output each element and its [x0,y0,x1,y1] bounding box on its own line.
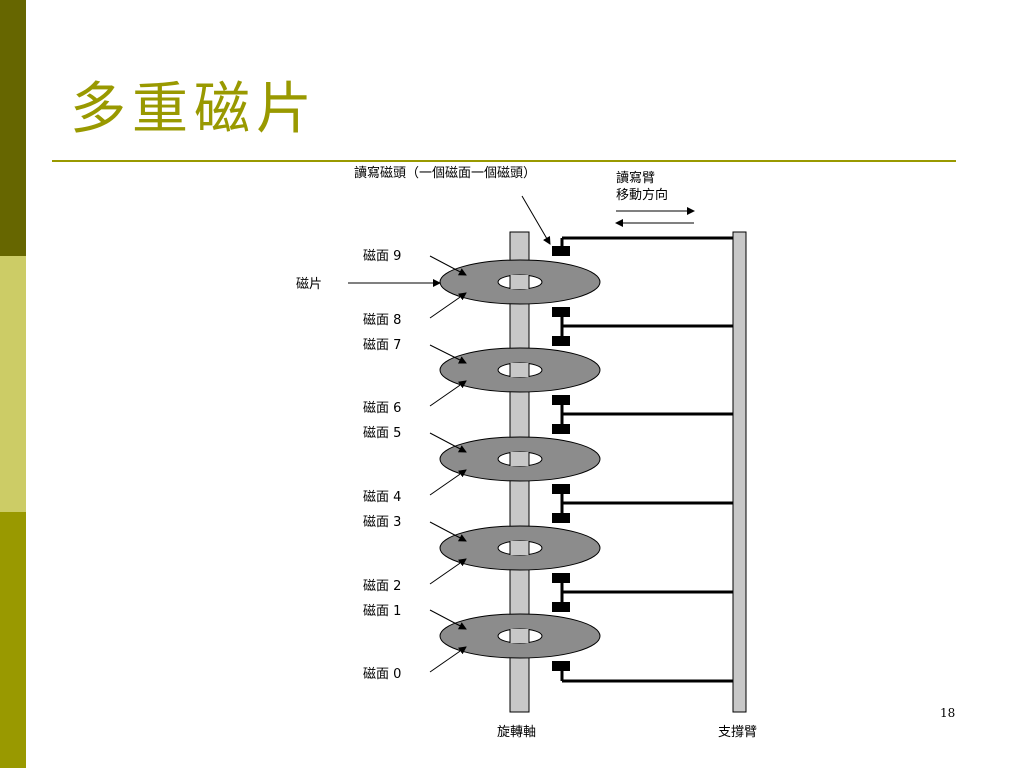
side-bar-middle [0,256,26,512]
page-number: 18 [940,706,956,720]
surface-label: 磁面 3 [363,515,401,530]
spindle-label: 旋轉軸 [497,725,536,740]
read-write-head [552,395,570,405]
surface-label: 磁面 7 [363,338,401,353]
platter [439,436,601,482]
read-write-head [552,513,570,523]
surface-label: 磁面 0 [363,667,401,682]
surface-arrow [429,521,467,542]
surface-arrow [429,344,467,364]
read-write-heads [552,238,570,681]
slide-title: 多重磁片 [70,77,318,142]
platter [439,613,601,659]
surface-arrow [429,609,467,630]
platter [439,259,601,305]
surface-label: 磁面 1 [363,604,401,619]
arm-motion-label-line1: 讀寫臂 [616,170,655,186]
surface-arrow [429,292,467,319]
platters [439,259,601,659]
platter-label: 磁片 [296,277,322,292]
surface-label: 磁面 2 [363,579,401,594]
support-arm [732,231,747,713]
title-divider [52,160,956,162]
read-write-head [552,336,570,346]
read-write-head [552,661,570,671]
surface-arrow [429,380,467,407]
read-write-head [552,424,570,434]
side-bar-bottom [0,512,26,768]
surface-arrow [429,432,467,453]
surface-label: 磁面 8 [363,313,401,328]
surface-label: 磁面 5 [363,426,401,441]
read-write-head [552,602,570,612]
read-write-head [552,246,570,256]
read-write-head [552,484,570,494]
label-arrows [348,195,695,673]
head-arrow [521,195,551,245]
platter [439,525,601,571]
side-bar-top [0,0,26,256]
platter [439,347,601,393]
support-arm-label: 支撐臂 [718,725,757,740]
read-write-head [552,573,570,583]
arm-motion-label-line2: 移動方向 [616,187,668,203]
read-write-arms [562,236,733,683]
head-label: 讀寫磁頭（一個磁面一個磁頭） [354,165,536,181]
surface-arrow [429,558,467,585]
surface-labels: 磁面 9 磁面 8 磁面 7 磁面 6 磁面 5 磁面 4 磁面 3 磁面 2 … [363,249,401,682]
surface-arrow [429,255,467,276]
surface-label: 磁面 9 [363,249,401,264]
surface-arrow [429,469,467,496]
surface-label: 磁面 6 [363,401,401,416]
surface-label: 磁面 4 [363,490,401,505]
read-write-head [552,307,570,317]
surface-arrow [429,646,467,673]
